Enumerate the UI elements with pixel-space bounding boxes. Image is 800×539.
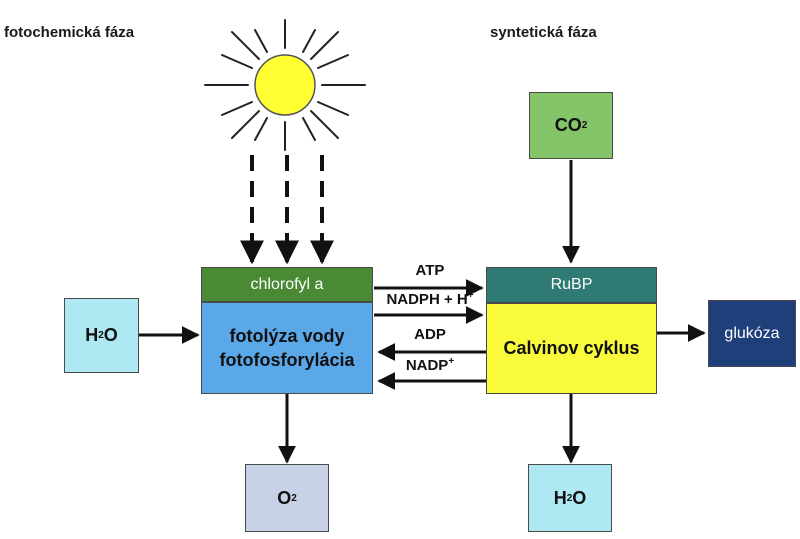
label-adp: ADP bbox=[414, 326, 446, 343]
calvin-cycle-box: Calvinov cyklus bbox=[486, 303, 657, 394]
chlorophyll-bar: chlorofyl a bbox=[201, 267, 373, 302]
phase-title-synthetic: syntetická fáza bbox=[490, 24, 597, 41]
rubp-bar: RuBP bbox=[486, 267, 657, 303]
label-nadph: NADPH + H+ bbox=[386, 290, 474, 308]
photolysis-line1: fotolýza vody bbox=[229, 326, 345, 346]
label-atp: ATP bbox=[415, 262, 445, 279]
label-nadp: NADP+ bbox=[405, 356, 455, 374]
glucose-box: glukóza bbox=[708, 300, 796, 367]
sun-icon bbox=[204, 19, 366, 151]
photolysis-box: fotolýza vody fotofosforylácia bbox=[201, 302, 373, 394]
photolysis-line2: fotofosforylácia bbox=[219, 350, 355, 370]
phase-title-photochemical: fotochemická fáza bbox=[4, 24, 135, 41]
light-arrows bbox=[240, 155, 334, 265]
